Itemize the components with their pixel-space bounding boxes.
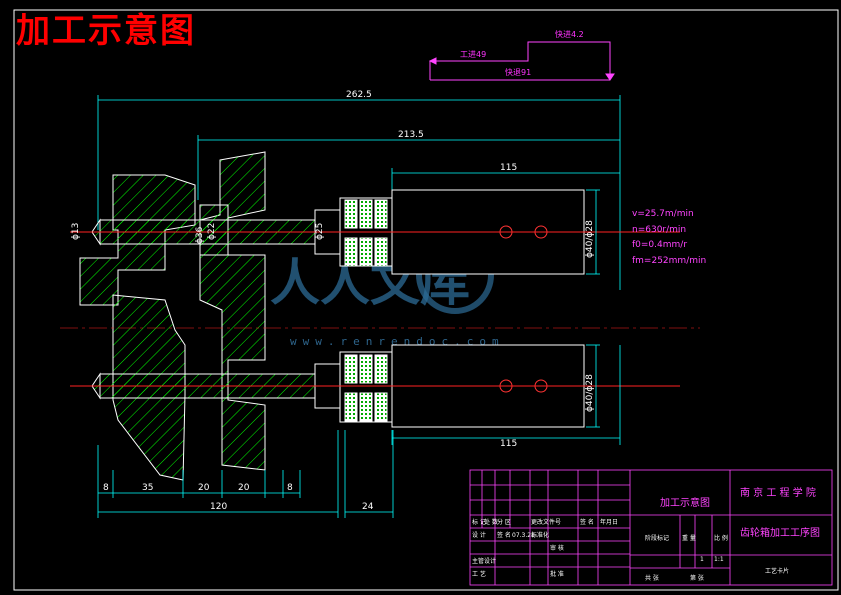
tb-doc-type: 工艺卡片 [765, 567, 789, 575]
dim-b20b: 20 [238, 483, 250, 493]
tb-process: 齿轮箱加工工序图 [740, 526, 820, 539]
tb-scale-val: 1:1 [714, 556, 724, 563]
dim-phi13: ϕ13 [71, 223, 81, 240]
title-block [469, 469, 833, 586]
svg-text:签 名: 签 名 [580, 518, 594, 526]
svg-text:07.3.22: 07.3.22 [512, 532, 535, 539]
dim-phi36: ϕ36 [195, 226, 205, 244]
dim-115-top: 115 [500, 163, 517, 173]
svg-text:设 计: 设 计 [472, 531, 486, 539]
tb-design-row: 设 计 签 名 07.3.22 标准化 [472, 531, 549, 539]
svg-text:标准化: 标准化 [531, 531, 549, 539]
feed-fast-label: 快进4.2 [555, 29, 584, 39]
param-feed-rate: fm=252mm/min [632, 256, 706, 266]
dim-phi40-28-top: ϕ40/ϕ28 [585, 220, 595, 258]
tb-stage: 阶段标记 [645, 534, 669, 542]
workpiece-sections [79, 151, 266, 481]
svg-text:签 名: 签 名 [497, 531, 511, 539]
dim-262-5: 262.5 [346, 90, 372, 100]
param-rpm: n=630r/min [632, 225, 686, 235]
dim-phi22: ϕ22 [207, 223, 217, 240]
dim-b20a: 20 [198, 483, 210, 493]
drawing-frame [13, 9, 839, 591]
param-speed: v=25.7m/min [632, 209, 694, 219]
dim-213-5: 213.5 [398, 130, 424, 140]
svg-text:分 区: 分 区 [497, 518, 511, 526]
tb-qty: 1 [700, 556, 704, 563]
param-feed: f0=0.4mm/r [632, 240, 687, 250]
svg-text:处 数: 处 数 [484, 518, 498, 526]
dim-b120: 120 [210, 502, 227, 512]
dim-phi40-28-bottom: ϕ40/ϕ28 [585, 374, 595, 412]
tb-check: 审 核 [550, 544, 564, 552]
tb-sheets-total: 共 张 [645, 574, 659, 582]
rapid-return-label: 快退91 [505, 67, 531, 77]
svg-text:标 记: 标 记 [472, 518, 486, 526]
dim-phi25: ϕ25 [315, 223, 325, 240]
page-title: 加工示意图 [16, 11, 196, 51]
tb-sign-row: 标 记 处 数 分 区 更改文件号 签 名 年月日 [472, 518, 618, 526]
tb-drawing-name: 加工示意图 [660, 496, 710, 509]
tb-chief: 主管设计 [472, 557, 496, 565]
dim-b8b: 8 [287, 483, 293, 493]
svg-text:更改文件号: 更改文件号 [531, 518, 561, 526]
tb-sheet-no: 第 张 [690, 574, 704, 582]
dim-b24: 24 [362, 502, 374, 512]
feed-cycle-diagram [428, 41, 615, 81]
dim-b8a: 8 [103, 483, 109, 493]
tb-process-row: 工 艺 [472, 570, 486, 578]
tb-weight: 重 量 [682, 534, 696, 542]
svg-text:年月日: 年月日 [600, 518, 618, 526]
tb-school: 南 京 工 程 学 院 [740, 486, 816, 499]
tb-approve: 批 准 [550, 570, 564, 578]
dim-115-bottom: 115 [500, 439, 517, 449]
dim-b35: 35 [142, 483, 153, 493]
tb-scale: 比 例 [714, 534, 728, 542]
work-feed-label: 工进49 [460, 50, 486, 59]
